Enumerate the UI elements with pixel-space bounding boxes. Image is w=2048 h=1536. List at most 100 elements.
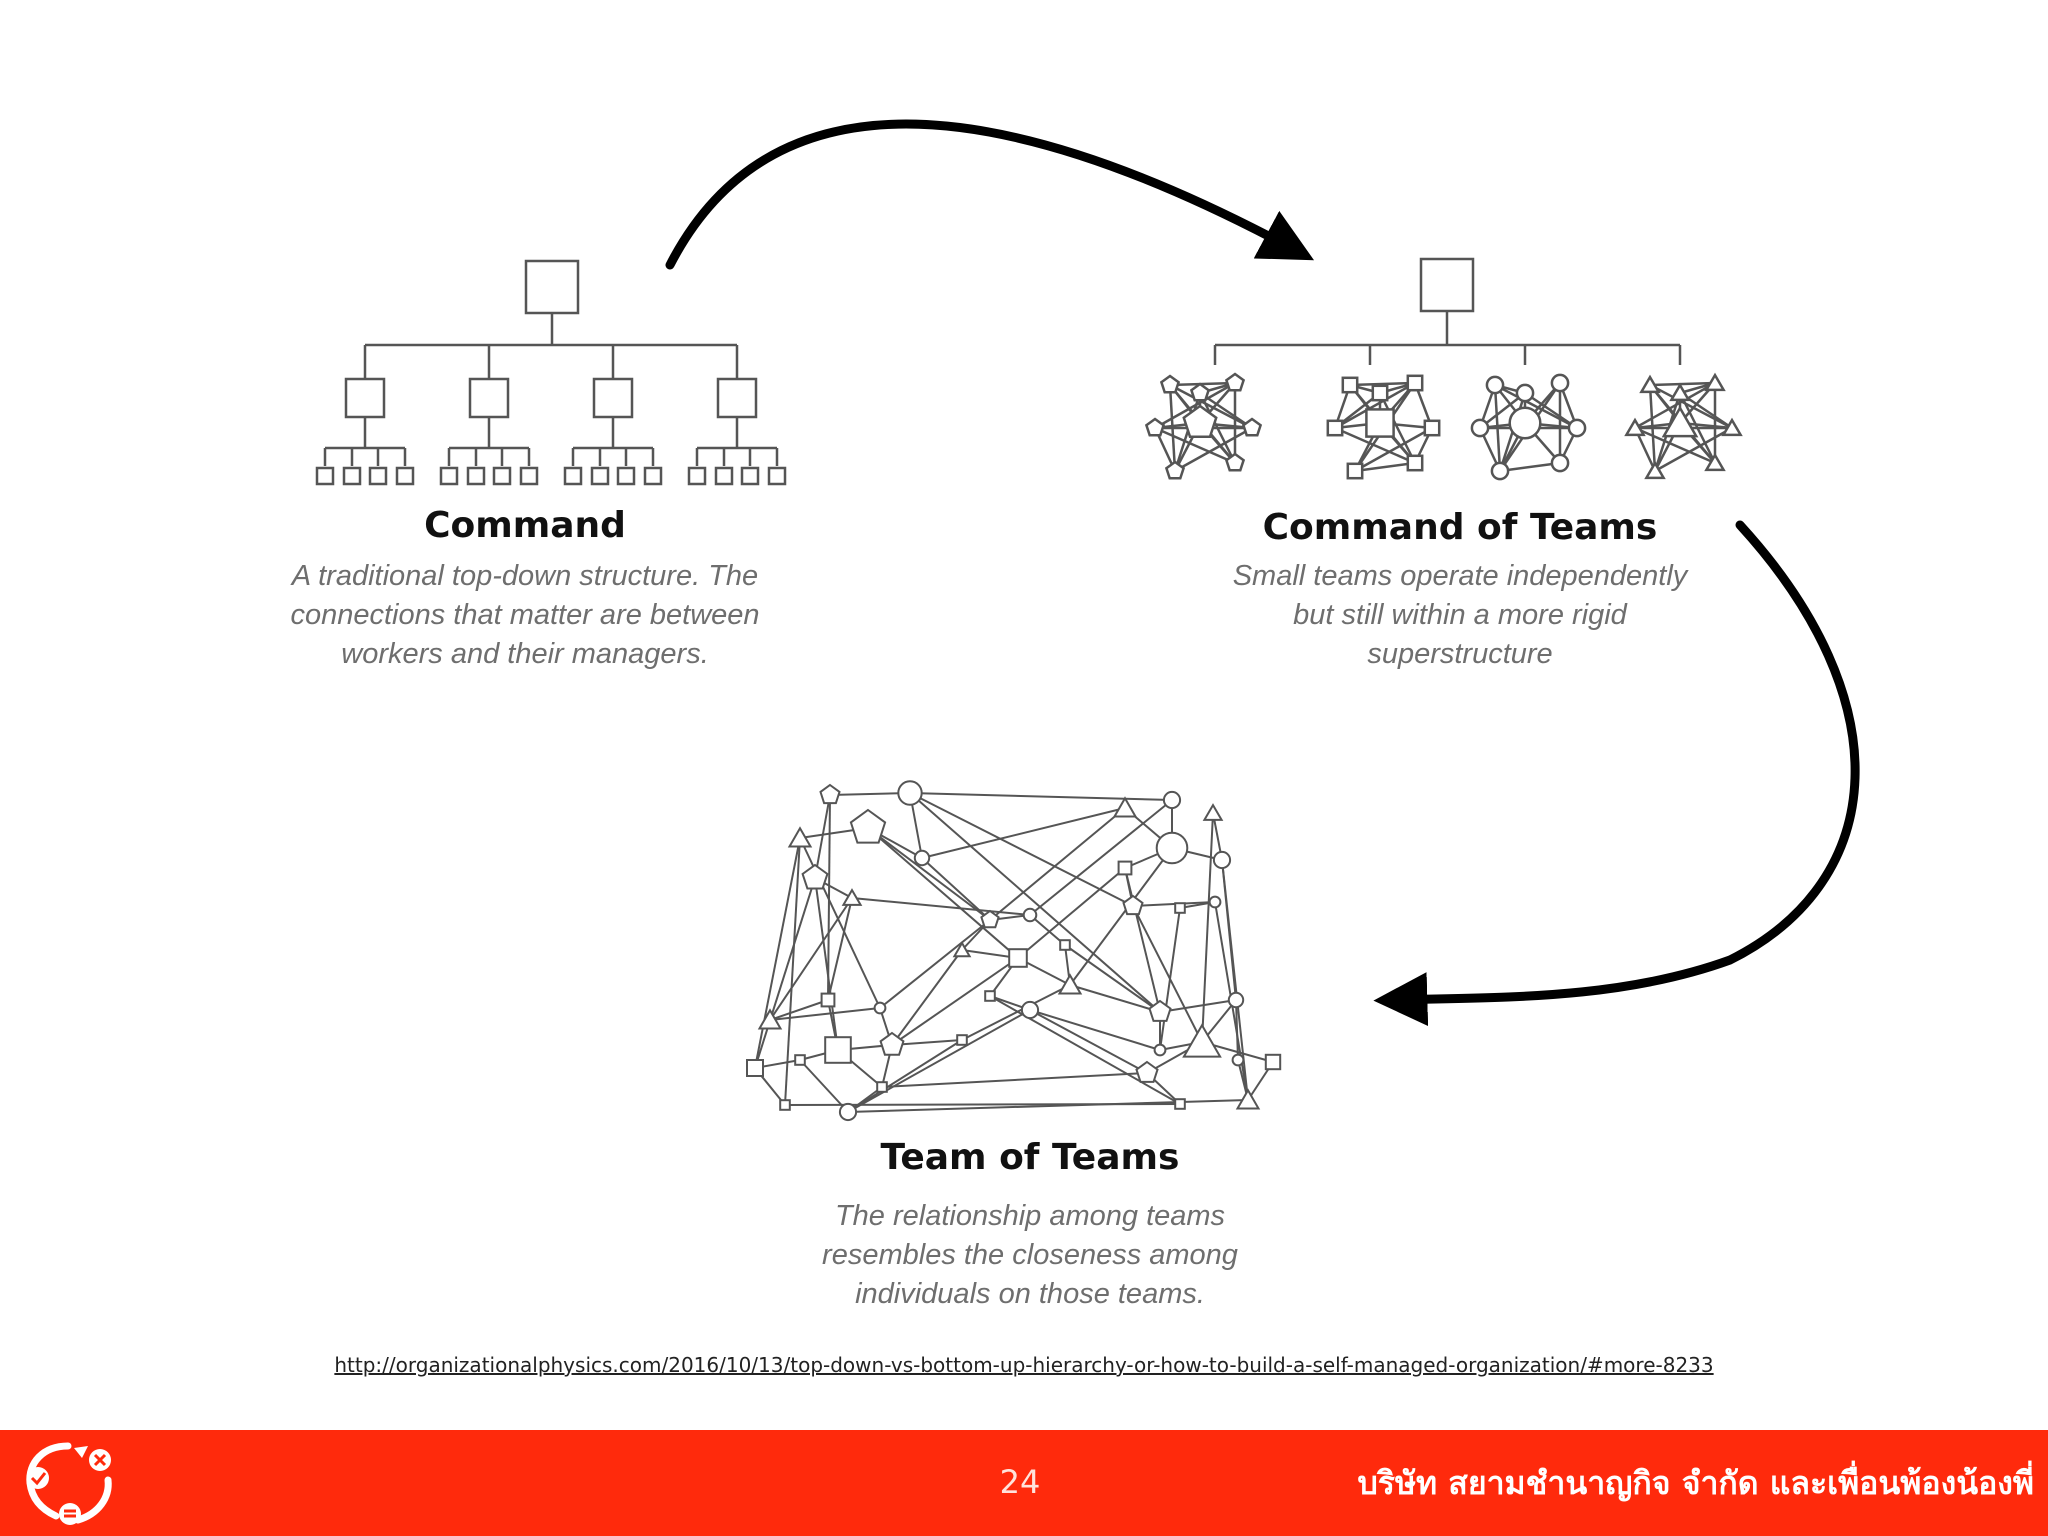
connector-line xyxy=(867,827,1019,959)
arrow-command-to-command-of-teams xyxy=(665,119,1315,270)
square-node xyxy=(1346,462,1364,480)
team-of-teams-description-line: The relationship among teams xyxy=(834,1200,1226,1232)
square-node xyxy=(687,466,707,486)
connector-line xyxy=(1198,392,1237,464)
square-node xyxy=(616,466,636,486)
connector-line xyxy=(829,792,911,796)
square-node xyxy=(767,466,787,486)
triangle-node xyxy=(1112,796,1138,818)
command-of-teams-description-line: but still within a more rigid xyxy=(1293,599,1627,631)
command-of-teams-diagram xyxy=(1144,257,1743,481)
command-hierarchy-diagram xyxy=(315,259,787,486)
connector-line xyxy=(1174,426,1253,473)
triangle-node xyxy=(952,940,972,958)
triangle-node xyxy=(1057,973,1083,995)
pentagon-node xyxy=(1189,382,1211,402)
circle-node xyxy=(1490,461,1510,481)
circle-node xyxy=(1485,375,1505,395)
company-name: บริษัท สยามชำนาญกิจ จำกัด และเพื่อนพ้องน… xyxy=(1357,1464,2034,1502)
org-structure-diagram xyxy=(315,119,1860,1122)
circle-node xyxy=(1231,1053,1245,1067)
connector-line xyxy=(1354,426,1433,473)
connector-line xyxy=(1132,901,1216,907)
connector-line xyxy=(1124,867,1161,1013)
square-node xyxy=(779,1099,791,1111)
triangle-node xyxy=(1661,405,1699,438)
square-node xyxy=(395,466,415,486)
triangle-node xyxy=(1644,460,1666,480)
circle-node xyxy=(1567,418,1587,438)
connector-line xyxy=(847,1099,1249,1113)
square-node xyxy=(1341,376,1359,394)
circle-node xyxy=(1508,406,1542,440)
pentagon-node xyxy=(819,783,841,805)
connector-line xyxy=(1159,999,1237,1013)
circle-node xyxy=(1162,790,1182,810)
command-of-teams-description-line: superstructure xyxy=(1367,638,1553,670)
square-node xyxy=(1174,1098,1186,1110)
square-node xyxy=(984,990,996,1002)
connector-line xyxy=(769,1007,881,1021)
connector-line xyxy=(909,792,1161,1013)
connector-line xyxy=(1378,392,1417,464)
team-of-teams-description-line: individuals on those teams. xyxy=(855,1278,1205,1310)
pentagon-node xyxy=(1182,404,1218,439)
circle-node xyxy=(1020,1000,1040,1020)
pentagon-node xyxy=(1224,372,1246,392)
command-of-teams-description: Small teams operate independently but st… xyxy=(1160,557,1760,674)
connector-line xyxy=(1017,867,1126,959)
triangle-node xyxy=(757,1008,783,1030)
connector-line xyxy=(1201,812,1214,1043)
connector-line xyxy=(827,897,853,1001)
triangle-node xyxy=(1624,417,1646,437)
command-description-line: workers and their managers. xyxy=(341,638,709,670)
connector-line xyxy=(847,1039,963,1113)
square-node xyxy=(519,466,539,486)
connector-line xyxy=(891,957,1019,1046)
square-node xyxy=(368,466,388,486)
square-node xyxy=(1326,419,1344,437)
logo-icon xyxy=(26,1442,112,1525)
connector-line xyxy=(799,837,881,1009)
connector-line xyxy=(1064,944,1161,1013)
connector-line xyxy=(827,794,831,1001)
connector-line xyxy=(1354,461,1416,473)
circle-node xyxy=(1155,831,1189,865)
square-node xyxy=(1174,902,1186,914)
circle-node xyxy=(897,780,923,806)
source-url-link[interactable]: http://organizationalphysics.com/2016/10… xyxy=(334,1353,1714,1377)
connector-line xyxy=(867,827,991,921)
circle-node xyxy=(873,1001,887,1015)
team-of-teams-network-diagram xyxy=(746,780,1282,1122)
circle-node xyxy=(1515,383,1535,403)
circle-node xyxy=(1550,453,1570,473)
square-node xyxy=(592,377,634,419)
connector-line xyxy=(754,837,801,1069)
triangle-node xyxy=(787,826,813,848)
square-node xyxy=(643,466,663,486)
square-node xyxy=(439,466,459,486)
square-node xyxy=(1059,939,1071,951)
triangle-node xyxy=(1721,417,1743,437)
command-of-teams-description-line: Small teams operate independently xyxy=(1232,560,1688,592)
connector-line xyxy=(961,984,1071,1041)
circle-node xyxy=(1153,1043,1167,1057)
pentagon-node xyxy=(1135,1060,1159,1083)
square-node xyxy=(344,377,386,419)
pentagon-node xyxy=(879,1031,905,1056)
connector-line xyxy=(784,837,801,1106)
pentagon-node xyxy=(1144,417,1166,437)
square-node xyxy=(563,466,583,486)
connector-line xyxy=(1649,383,1733,430)
connector-line xyxy=(1069,847,1173,986)
connector-line xyxy=(1634,426,1716,465)
connector-line xyxy=(1349,381,1416,387)
arrow-command-of-teams-to-team-of-teams xyxy=(1373,520,1860,1027)
connector-line xyxy=(1678,392,1717,464)
command-description-line: A traditional top-down structure. The xyxy=(291,560,759,592)
connector-line xyxy=(799,1059,849,1113)
circle-node xyxy=(1470,418,1490,438)
circle-node xyxy=(1208,895,1222,909)
pentagon-node xyxy=(1148,999,1172,1022)
